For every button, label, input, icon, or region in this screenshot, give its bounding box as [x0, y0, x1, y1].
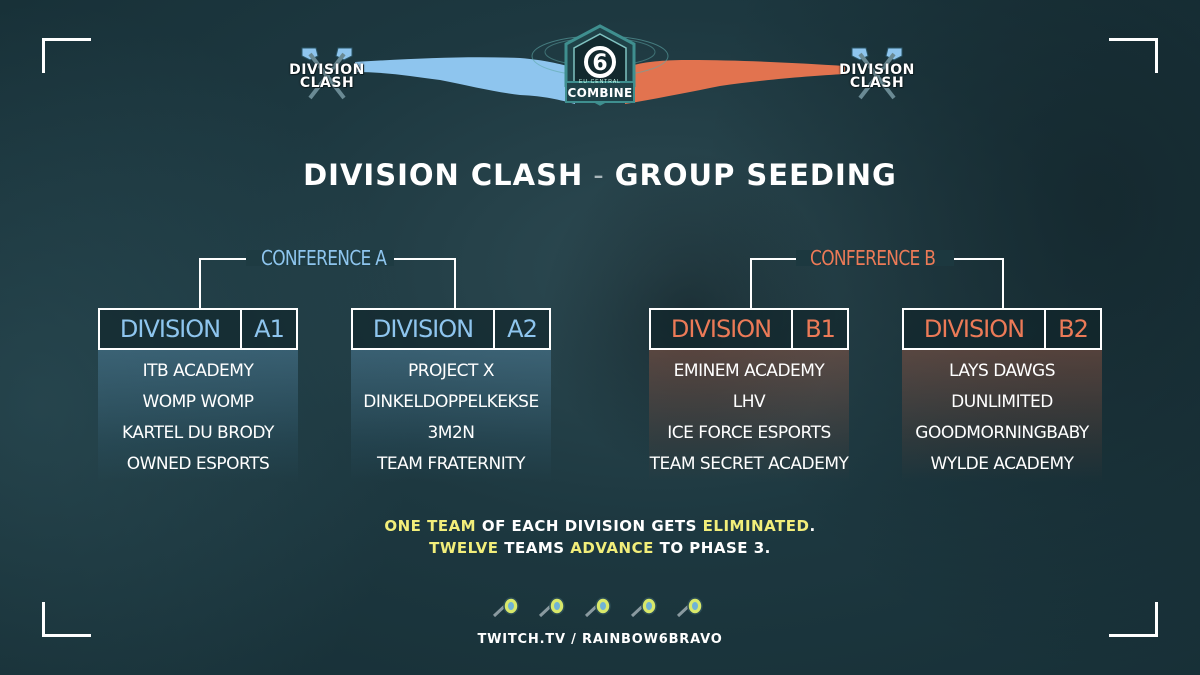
team-name: GOODMORNINGBABY [915, 423, 1089, 443]
logo-text-line1: DIVISION [289, 62, 365, 78]
notice-line-2: TWELVE TEAMS ADVANCE TO PHASE 3. [0, 537, 1200, 559]
logo-text-line2: CLASH [849, 75, 905, 91]
logo-text-line2: CLASH [299, 75, 355, 91]
division-header: DIVISION B2 [902, 308, 1102, 350]
division-name: DIVISION [100, 310, 242, 348]
trophy-icon [584, 597, 611, 618]
notice-text: OF EACH DIVISION GETS [476, 517, 703, 535]
trophy-icon [676, 597, 703, 618]
team-list: LAYS DAWGS DUNLIMITED GOODMORNINGBABY WY… [902, 350, 1102, 482]
combine-hexagon-icon: 6 [564, 24, 636, 106]
frame-corner-bottom-right [1109, 602, 1158, 637]
team-name: 3M2N [427, 423, 475, 443]
division-b2: DIVISION B2 LAYS DAWGS DUNLIMITED GOODMO… [902, 308, 1102, 482]
trophy-icon [538, 597, 565, 618]
twitch-url: TWITCH.TV / RAINBOW6BRAVO [477, 632, 723, 647]
team-name: LHV [732, 392, 766, 412]
crossed-axes-icon [851, 47, 903, 100]
division-clash-logo-left: DIVISION CLASH [282, 42, 372, 100]
conference-a-label-mask [246, 250, 394, 266]
notice-text: TEAMS [498, 539, 571, 557]
team-name: LAYS DAWGS [948, 361, 1056, 381]
frame-corner-bottom-left [42, 602, 91, 637]
trophy-icon [492, 597, 519, 618]
notice-highlight: ONE TEAM [384, 517, 477, 535]
team-name: KARTEL DU BRODY [122, 423, 274, 443]
division-header: DIVISION A2 [351, 308, 551, 350]
trophy-row [491, 596, 711, 622]
division-code: A1 [254, 315, 285, 343]
team-name: ITB ACADEMY [142, 361, 254, 381]
badge-glyph: 6 [592, 51, 607, 76]
team-list: ITB ACADEMY WOMP WOMP KARTEL DU BRODY OW… [98, 350, 298, 482]
team-name: TEAM SECRET ACADEMY [649, 454, 849, 474]
title-separator: - [593, 158, 605, 192]
division-header: DIVISION A1 [98, 308, 298, 350]
team-name: EMINEM ACADEMY [673, 361, 825, 381]
logo-text-line1: DIVISION [839, 62, 915, 78]
conference-b-label-mask [796, 250, 954, 266]
title-part-1: DIVISION CLASH [303, 158, 584, 192]
division-clash-logo-right: DIVISION CLASH [832, 42, 922, 100]
elimination-notice: ONE TEAM OF EACH DIVISION GETS ELIMINATE… [0, 515, 1200, 559]
division-code: B1 [805, 315, 836, 343]
team-name: TEAM FRATERNITY [377, 454, 525, 474]
badge-label: COMBINE [567, 86, 633, 100]
notice-highlight: ADVANCE [570, 539, 654, 557]
division-name: DIVISION [353, 310, 495, 348]
conference-b-label: CONFERENCE B [810, 246, 936, 270]
page-title: DIVISION CLASH-GROUP SEEDING [0, 158, 1200, 192]
division-name: DIVISION [651, 310, 793, 348]
division-name: DIVISION [904, 310, 1046, 348]
division-a1: DIVISION A1 ITB ACADEMY WOMP WOMP KARTEL… [98, 308, 298, 482]
team-name: DUNLIMITED [951, 392, 1053, 412]
notice-text: . [809, 517, 816, 535]
conference-a-label: CONFERENCE A [261, 246, 387, 270]
crossed-axes-icon [301, 47, 353, 100]
title-part-2: GROUP SEEDING [614, 158, 897, 192]
division-b1: DIVISION B1 EMINEM ACADEMY LHV ICE FORCE… [649, 308, 849, 482]
frame-corner-top-right [1109, 38, 1158, 73]
division-code: A2 [507, 315, 538, 343]
badge-small-text: EU·CENTRAL [579, 79, 621, 85]
notice-highlight: TWELVE [429, 539, 499, 557]
team-name: WYLDE ACADEMY [930, 454, 1074, 474]
combine-badge: 6 EU·CENTRAL COMBINE [562, 24, 638, 122]
team-list: EMINEM ACADEMY LHV ICE FORCE ESPORTS TEA… [649, 350, 849, 482]
trophy-icon [630, 597, 657, 618]
division-header: DIVISION B1 [649, 308, 849, 350]
team-name: OWNED ESPORTS [126, 454, 270, 474]
notice-line-1: ONE TEAM OF EACH DIVISION GETS ELIMINATE… [0, 515, 1200, 537]
notice-highlight: ELIMINATED [702, 517, 810, 535]
team-name: PROJECT X [407, 361, 495, 381]
division-code: B2 [1058, 315, 1089, 343]
team-name: DINKELDOPPELKEKSE [363, 392, 539, 412]
frame-corner-top-left [42, 38, 91, 73]
division-a2: DIVISION A2 PROJECT X DINKELDOPPELKEKSE … [351, 308, 551, 482]
team-list: PROJECT X DINKELDOPPELKEKSE 3M2N TEAM FR… [351, 350, 551, 482]
team-name: WOMP WOMP [142, 392, 254, 412]
notice-text: TO PHASE 3. [653, 539, 771, 557]
team-name: ICE FORCE ESPORTS [667, 423, 831, 443]
